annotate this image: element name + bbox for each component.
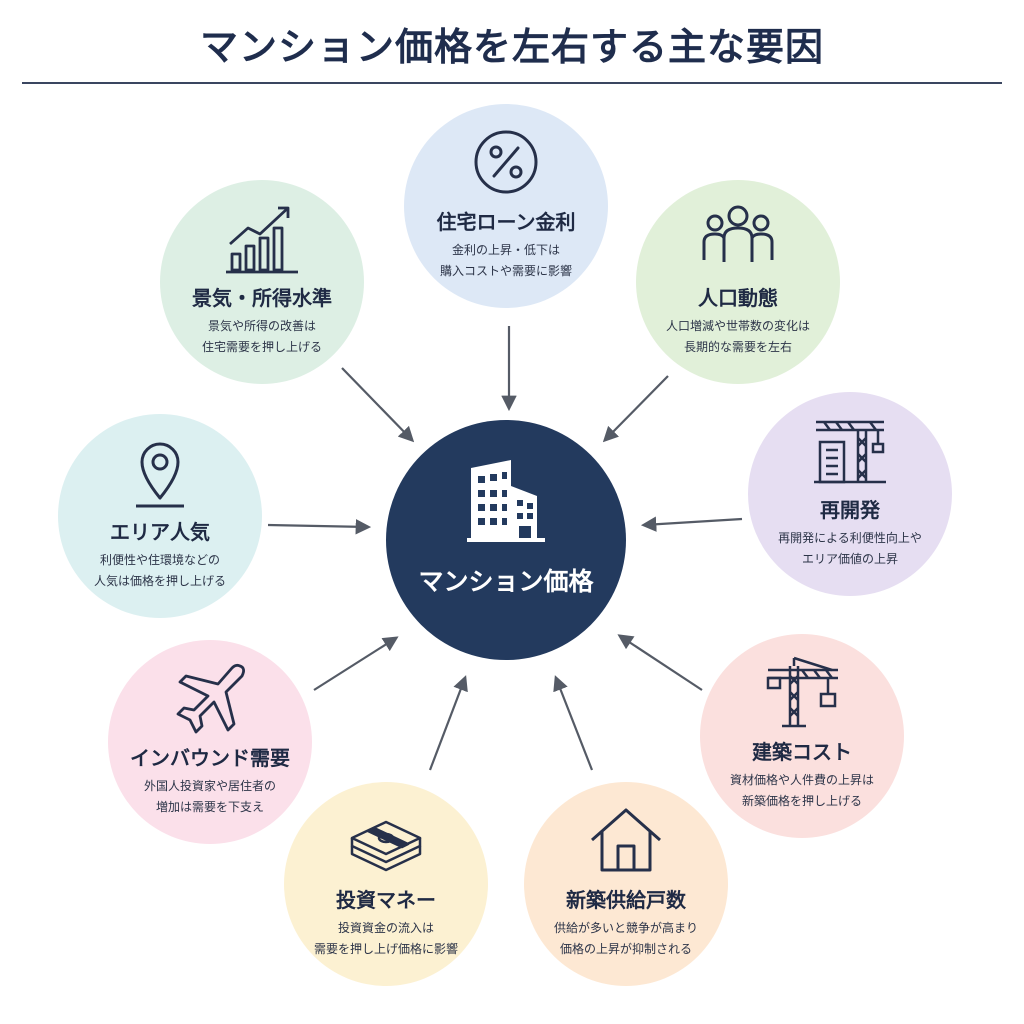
arrow-inbound xyxy=(313,636,399,691)
people-group-icon xyxy=(698,198,778,278)
arrow-economy xyxy=(341,367,415,443)
factor-economy-income: 景気・所得水準 景気や所得の改善は住宅需要を押し上げる xyxy=(160,180,364,384)
factor-title: エリア人気 xyxy=(110,520,210,544)
factor-new-supply: 新築供給戸数 供給が多いと競争が高まり価格の上昇が抑制される xyxy=(524,782,728,986)
factor-title: 景気・所得水準 xyxy=(192,286,332,310)
factor-investment-money: 投資マネー 投資資金の流入は需要を押し上げ価格に影響 xyxy=(284,782,488,986)
title-divider xyxy=(22,82,1002,84)
arrow-area xyxy=(267,519,372,535)
factor-title: 建築コスト xyxy=(752,740,852,764)
factor-title: 再開発 xyxy=(820,498,880,522)
building-icon xyxy=(461,456,551,546)
arrow-population xyxy=(602,375,669,443)
factor-description: 人口増減や世帯数の変化は長期的な需要を左右 xyxy=(665,319,810,354)
factor-description: 金利の上昇・低下は購入コストや需要に影響 xyxy=(439,243,572,278)
tower-crane-icon xyxy=(762,652,842,732)
arrow-investment xyxy=(428,675,468,771)
factor-population: 人口動態 人口増減や世帯数の変化は長期的な需要を左右 xyxy=(636,180,840,384)
house-icon xyxy=(586,800,666,880)
arrow-redevelopment xyxy=(640,516,743,532)
page-title: マンション価格を左右する主な要因 xyxy=(199,25,824,69)
factor-description: 再開発による利便性向上やエリア価値の上昇 xyxy=(778,531,922,566)
money-stack-icon xyxy=(346,800,426,880)
factor-title: 人口動態 xyxy=(698,286,778,310)
factor-inbound-demand: インバウンド需要 外国人投資家や居住者の増加は需要を下支え xyxy=(108,640,312,844)
airplane-icon xyxy=(170,658,250,738)
factor-title: 住宅ローン金利 xyxy=(436,210,576,234)
factor-description: 外国人投資家や居住者の増加は需要を下支え xyxy=(143,779,276,814)
factor-redevelopment: 再開発 再開発による利便性向上やエリア価値の上昇 xyxy=(748,392,952,596)
factor-area-popularity: エリア人気 利便性や住環境などの人気は価格を押し上げる xyxy=(58,414,262,618)
growth-chart-icon xyxy=(222,198,302,278)
arrow-construction-cost xyxy=(617,634,703,691)
construction-crane-building-icon xyxy=(810,410,890,490)
map-pin-icon xyxy=(120,432,200,512)
factor-description: 供給が多いと競争が高まり価格の上昇が抑制される xyxy=(553,921,698,956)
factor-description: 投資資金の流入は需要を押し上げ価格に影響 xyxy=(313,921,458,956)
factor-title: 新築供給戸数 xyxy=(566,888,686,912)
factor-title: 投資マネー xyxy=(336,888,436,912)
factor-description: 景気や所得の改善は住宅需要を押し上げる xyxy=(201,319,322,354)
factor-interest-rate: 住宅ローン金利 金利の上昇・低下は購入コストや需要に影響 xyxy=(404,104,608,308)
factor-description: 資材価格や人件費の上昇は新築価格を押し上げる xyxy=(729,773,874,808)
factor-description: 利便性や住環境などの人気は価格を押し上げる xyxy=(93,553,226,588)
percent-icon xyxy=(466,122,546,202)
center-label: マンション価格 xyxy=(418,567,594,596)
center-node: マンション価格 xyxy=(386,420,626,660)
factor-title: インバウンド需要 xyxy=(130,746,290,770)
factor-construction-cost: 建築コスト 資材価格や人件費の上昇は新築価格を押し上げる xyxy=(700,634,904,838)
arrow-new-supply xyxy=(553,675,594,771)
